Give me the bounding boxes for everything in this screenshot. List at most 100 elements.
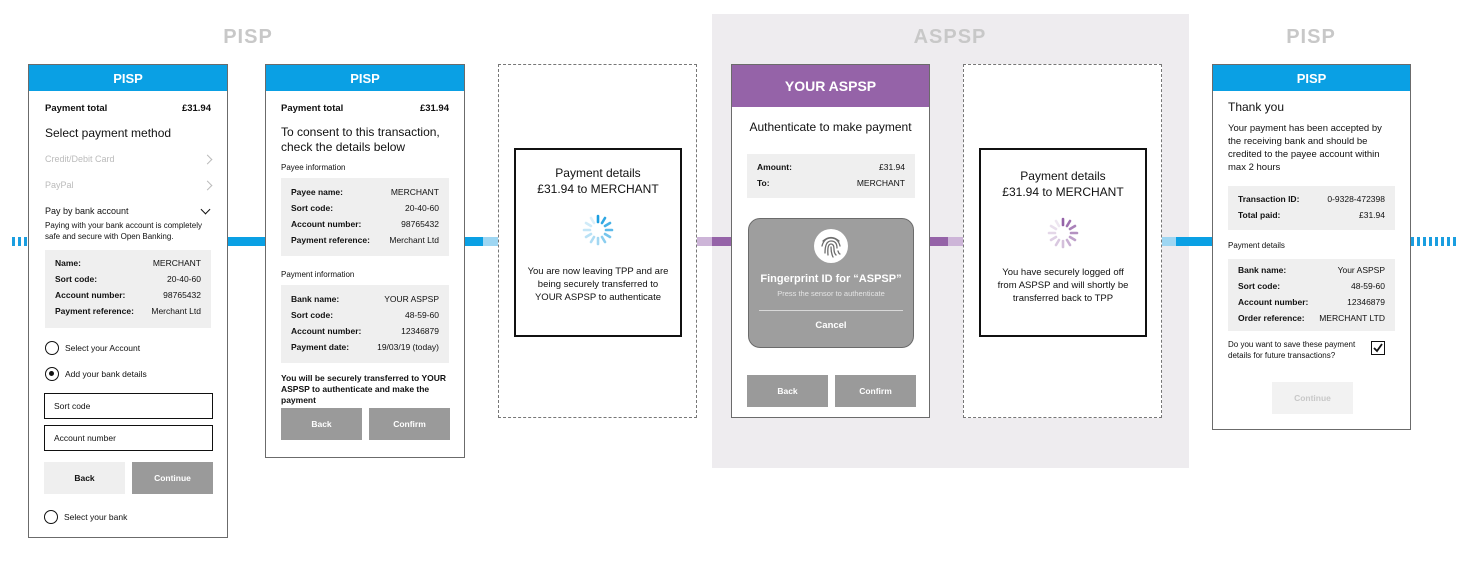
confirm-button[interactable]: Confirm bbox=[369, 408, 450, 440]
confirm-button[interactable]: Confirm bbox=[835, 375, 916, 407]
method-card-label: Credit/Debit Card bbox=[45, 154, 115, 164]
detail-key: Account number: bbox=[291, 219, 362, 229]
chevron-right-icon bbox=[202, 154, 213, 164]
cancel-button[interactable]: Cancel bbox=[815, 320, 847, 331]
payment-info-heading: Payment information bbox=[281, 270, 355, 279]
detail-value: £31.94 bbox=[879, 162, 905, 172]
connector-2b bbox=[483, 237, 499, 246]
save-details-checkbox[interactable] bbox=[1371, 341, 1385, 355]
detail-value: MERCHANT bbox=[856, 178, 905, 188]
detail-key: Amount: bbox=[757, 162, 792, 172]
connector-4b bbox=[948, 237, 964, 246]
screen1-title: Select payment method bbox=[45, 126, 172, 140]
method-paypal-label: PayPal bbox=[45, 180, 74, 190]
payment-total-value: £31.94 bbox=[419, 103, 449, 114]
aspsp-header: YOUR ASPSP bbox=[732, 65, 929, 107]
payment-total-value: £31.94 bbox=[181, 103, 211, 114]
sort-code-input[interactable]: Sort code bbox=[44, 393, 213, 419]
confirmation-message: Your payment has been accepted by the re… bbox=[1228, 123, 1382, 173]
loading-spinner-icon bbox=[1046, 216, 1080, 250]
continue-button[interactable]: Continue bbox=[132, 462, 213, 494]
fingerprint-subtitle: Press the sensor to authenticate bbox=[777, 289, 885, 298]
spinner-svg bbox=[1047, 217, 1079, 249]
merchant-details: Name:MERCHANT Sort code:20-40-60 Account… bbox=[45, 250, 211, 328]
dialog-divider bbox=[759, 310, 903, 311]
detail-value: 48-59-60 bbox=[1350, 281, 1385, 291]
radio-selected-icon bbox=[45, 367, 59, 381]
connector-3b bbox=[712, 237, 731, 246]
detail-value: 98765432 bbox=[401, 219, 439, 229]
detail-key: Account number: bbox=[55, 290, 126, 300]
detail-key: Payment reference: bbox=[291, 235, 370, 245]
detail-value: Merchant Ltd bbox=[151, 306, 201, 316]
screen-consent: PISP Payment total £31.94 To consent to … bbox=[265, 64, 465, 458]
payment-details-heading: Payment details bbox=[1228, 241, 1285, 250]
connector-dashed-right bbox=[1411, 237, 1457, 246]
fingerprint-dialog: Fingerprint ID for “ASPSP” Press the sen… bbox=[748, 218, 914, 348]
payment-total-label: Payment total bbox=[45, 103, 108, 114]
fingerprint-title: Fingerprint ID for “ASPSP” bbox=[760, 273, 902, 285]
detail-key: Sort code: bbox=[291, 310, 334, 320]
detail-value: 20-40-60 bbox=[404, 203, 439, 213]
interstitial-leaving-tpp: Payment details £31.94 to MERCHANT bbox=[498, 64, 697, 418]
radio-select-account[interactable]: Select your Account bbox=[45, 341, 211, 355]
back-button[interactable]: Back bbox=[44, 462, 125, 494]
payment-summary: Amount: £31.94 To: MERCHANT bbox=[747, 154, 915, 198]
detail-key: Sort code: bbox=[1238, 281, 1281, 291]
radio-icon bbox=[44, 510, 58, 524]
continue-button[interactable]: Continue bbox=[1272, 382, 1353, 414]
payment-details-box: Bank name:Your ASPSP Sort code:48-59-60 … bbox=[1228, 259, 1395, 331]
method-bank-account[interactable]: Pay by bank account bbox=[45, 204, 211, 218]
save-details-question: Do you want to save these payment detail… bbox=[1228, 340, 1356, 360]
save-details-row: Do you want to save these payment detail… bbox=[1228, 339, 1395, 361]
detail-key: Bank name: bbox=[1238, 265, 1287, 275]
detail-key: Payment reference: bbox=[55, 306, 134, 316]
detail-value: £31.94 bbox=[1359, 210, 1385, 220]
method-bank-label: Pay by bank account bbox=[45, 206, 129, 216]
detail-key: Payee name: bbox=[291, 187, 343, 197]
method-paypal[interactable]: PayPal bbox=[45, 178, 213, 192]
connector-2a bbox=[465, 237, 483, 246]
detail-key: Bank name: bbox=[291, 294, 340, 304]
connector-5a bbox=[1161, 237, 1176, 246]
detail-key: Total paid: bbox=[1238, 210, 1281, 220]
payment-amount: £31.94 to MERCHANT bbox=[537, 182, 659, 196]
returning-message: You have securely logged off from ASPSP … bbox=[997, 267, 1129, 304]
leaving-tpp-message-box: Payment details £31.94 to MERCHANT bbox=[514, 148, 682, 337]
connector-4a bbox=[930, 237, 948, 246]
radio-label: Add your bank details bbox=[65, 369, 147, 379]
payment-details-title: Payment details bbox=[1020, 169, 1106, 183]
back-button[interactable]: Back bbox=[281, 408, 362, 440]
section-title-pisp-left: PISP bbox=[223, 26, 273, 48]
radio-select-bank[interactable]: Select your bank bbox=[44, 510, 127, 524]
detail-value: Your ASPSP bbox=[1337, 265, 1385, 275]
radio-label: Select your bank bbox=[64, 512, 128, 522]
detail-value: MERCHANT bbox=[152, 258, 201, 268]
section-title-pisp-right: PISP bbox=[1286, 26, 1336, 48]
detail-key: To: bbox=[757, 178, 770, 188]
detail-value: YOUR ASPSP bbox=[384, 294, 439, 304]
detail-value: MERCHANT bbox=[390, 187, 439, 197]
spinner-svg bbox=[582, 214, 614, 246]
leaving-tpp-message: You are now leaving TPP and are being se… bbox=[527, 266, 669, 303]
detail-value: 48-59-60 bbox=[404, 310, 439, 320]
detail-value: 20-40-60 bbox=[166, 274, 201, 284]
payee-heading: Payee information bbox=[281, 163, 346, 172]
screen2-header: PISP bbox=[266, 65, 464, 91]
account-number-input[interactable]: Account number bbox=[44, 425, 213, 451]
connector-1 bbox=[228, 237, 266, 246]
connector-5b bbox=[1176, 237, 1213, 246]
open-banking-note: Paying with your bank account is complet… bbox=[45, 221, 202, 241]
radio-add-bank-details[interactable]: Add your bank details bbox=[45, 367, 211, 381]
detail-key: Account number: bbox=[291, 326, 362, 336]
authenticate-title: Authenticate to make payment bbox=[749, 120, 912, 134]
connector-dashed-left bbox=[12, 237, 29, 246]
payment-amount: £31.94 to MERCHANT bbox=[1002, 185, 1124, 199]
method-card[interactable]: Credit/Debit Card bbox=[45, 152, 213, 166]
back-button[interactable]: Back bbox=[747, 375, 828, 407]
detail-value: Merchant Ltd bbox=[389, 235, 439, 245]
radio-label: Select your Account bbox=[65, 343, 141, 353]
chevron-down-icon bbox=[200, 204, 211, 214]
detail-value: 12346879 bbox=[401, 326, 439, 336]
fingerprint-icon[interactable] bbox=[814, 229, 848, 263]
